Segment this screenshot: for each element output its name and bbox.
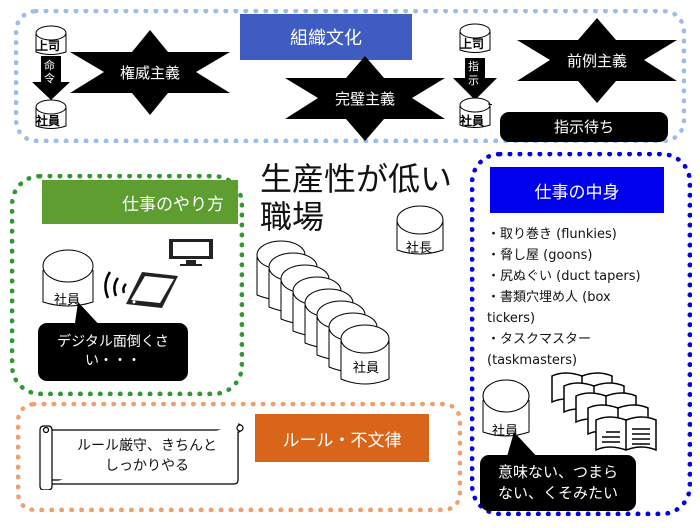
rules-label: ルール・不文律: [255, 414, 429, 462]
meaningless-callout: 意味ない、つまら ない、くそみたい: [480, 455, 636, 511]
star-perfectionism: [285, 56, 445, 141]
digital-hassle-text: デジタル面倒くさい・・・: [57, 334, 169, 369]
star-authoritarianism: [70, 30, 230, 115]
employee-cylinder-work-method: [42, 249, 94, 307]
boss-cylinder-left: [35, 25, 67, 55]
employee-label-right: 社員: [460, 114, 485, 128]
scroll-banner-text: ルール厳守、きちんと しっかりやる: [52, 436, 242, 476]
rules-label-text: ルール・不文律: [282, 430, 402, 451]
list-item: ・脅し屋 (goons): [487, 248, 593, 263]
list-item: ・書類穴埋め人 (box: [487, 290, 611, 305]
list-item: ・尻ぬぐい (duct tapers): [487, 269, 641, 284]
work-method-label-text: 仕事のやり方: [122, 194, 224, 215]
scroll-banner-line2: しっかりやる: [105, 458, 189, 474]
employee-stack-label: 社員: [353, 361, 380, 376]
star-authoritarianism-text: 権威主義: [119, 63, 180, 82]
callout-pointer-work-content: [506, 432, 540, 460]
list-item: ・タスクマスター: [487, 332, 592, 347]
meaningless-text-line1: 意味ない、つまら: [497, 463, 618, 481]
work-method-label: 仕事のやり方: [42, 180, 238, 224]
tablet-icon: [126, 272, 178, 308]
boss-label-right: 上司: [460, 37, 485, 51]
meaningless-text-line2: ない、くそみたい: [497, 484, 618, 502]
employee-stack: [256, 240, 390, 385]
president-cylinder: [396, 205, 444, 255]
work-content-label-text: 仕事の中身: [534, 182, 620, 203]
monitor-icon: [169, 239, 213, 266]
list-item: (taskmasters): [487, 353, 578, 368]
order-arrow-icon: [32, 56, 70, 100]
boss-label-left: 上司: [36, 39, 61, 53]
main-title: 生産性が低い 職場: [260, 160, 452, 236]
work-content-list: ・取り巻き (flunkies) ・脅し屋 (goons) ・尻ぬぐい (duc…: [487, 224, 641, 371]
main-title-line1: 生産性が低い: [260, 160, 453, 198]
star-precedentism-text: 前例主義: [566, 51, 627, 70]
star-perfectionism-text: 完璧主義: [334, 89, 395, 108]
digital-hassle-callout: デジタル面倒くさい・・・: [38, 323, 188, 381]
scroll-banner-icon: [39, 423, 244, 490]
wifi-signal-icon: [104, 271, 127, 299]
order-arrow-label: 命令: [44, 59, 55, 85]
org-culture-label: 組織文化: [240, 14, 412, 60]
org-culture-frame: [14, 9, 686, 143]
rules-frame: [16, 402, 462, 512]
employee-cylinder-right: [459, 97, 492, 128]
list-item: ・取り巻き (flunkies): [487, 227, 617, 242]
employee-label-work-method: 社員: [54, 293, 81, 308]
scroll-banner-line1: ルール厳守、きちんと: [77, 438, 217, 454]
employee-label-left: 社員: [36, 114, 61, 128]
work-content-label: 仕事の中身: [490, 167, 664, 213]
documents-stack-icon: [551, 372, 657, 452]
instruction-arrow-label: 指示: [468, 60, 479, 87]
waiting-for-instructions-text: 指示待ち: [553, 117, 614, 136]
work-method-frame: [10, 174, 244, 396]
main-title-line2: 職場: [260, 198, 325, 236]
waiting-for-instructions-callout: 指示待ち: [500, 112, 668, 142]
work-content-frame: [470, 152, 692, 516]
boss-cylinder-right: [459, 23, 491, 53]
employee-cylinder-work-content: [482, 379, 530, 437]
org-culture-label-text: 組織文化: [290, 28, 362, 49]
president-label: 社長: [406, 241, 433, 256]
employee-cylinder-left: [35, 99, 67, 129]
instruction-arrow-icon: [453, 58, 497, 100]
star-precedentism: [517, 18, 677, 103]
employee-label-work-content: 社員: [492, 424, 519, 439]
list-item: tickers): [487, 311, 536, 326]
